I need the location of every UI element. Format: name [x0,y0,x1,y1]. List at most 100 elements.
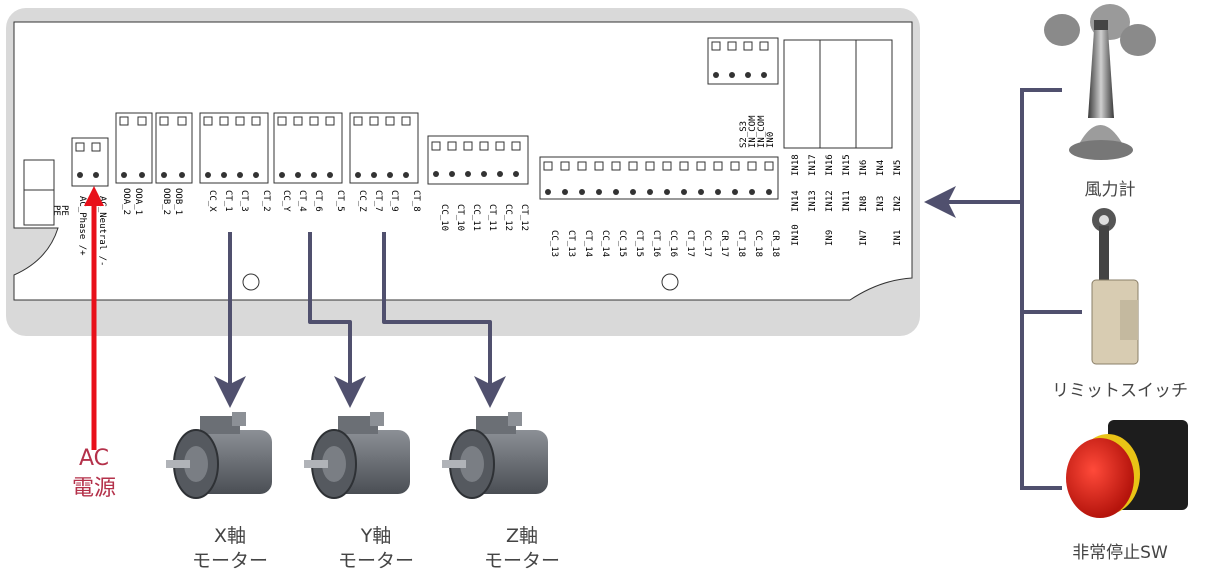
svg-text:CT_1: CT_1 [223,190,233,212]
svg-text:CT_10: CT_10 [455,204,465,231]
ac-phase-label: AC_Phase /+ [77,196,87,256]
svg-text:IN18: IN18 [791,154,801,176]
svg-text:OOB_2: OOB_2 [161,188,171,215]
svg-text:IN12: IN12 [825,190,835,212]
svg-text:CC_Y: CC_Y [281,190,291,212]
svg-text:CT_18: CT_18 [736,230,746,257]
svg-text:CT_11: CT_11 [487,204,497,231]
svg-text:IN10: IN10 [791,224,801,246]
svg-text:CC_16: CC_16 [668,230,678,257]
svg-text:IN11: IN11 [842,190,852,212]
pe-label: PE [59,205,69,216]
svg-text:IN7: IN7 [859,230,869,246]
ac-neutral-label: AC_Neutral /- [97,196,107,266]
motor-y-type: モーター [337,550,414,572]
input-bus [924,88,1082,490]
svg-text:CT_17: CT_17 [685,230,695,257]
svg-text:CC_10: CC_10 [439,204,449,231]
z-axis-arrow [382,232,506,408]
emergency-stop-label: 非常停止SW [1072,543,1168,563]
svg-text:IN1: IN1 [893,230,903,246]
svg-text:CC_11: CC_11 [471,204,481,231]
motor-y-icon [304,412,410,499]
pe-terminal [23,159,55,226]
connector-top [707,37,779,85]
motor-arrows [214,232,506,408]
anemometer-label: 風力計 [1084,180,1136,200]
svg-text:CT_6: CT_6 [313,190,323,212]
connector-y: CT_5 CT_6 CT_4 CC_Y [273,112,345,212]
motor-x-icon [166,412,272,499]
svg-text:CT_12: CT_12 [519,204,529,231]
svg-text:IN14: IN14 [791,190,801,212]
motor-z-type: モーター [483,550,560,572]
svg-text:IN5: IN5 [893,160,903,176]
motor-x-label: X軸 モーター [160,524,300,574]
svg-text:IN16: IN16 [825,154,835,176]
svg-text:IN13: IN13 [808,190,818,212]
svg-text:CT_14: CT_14 [583,230,593,257]
svg-text:CT_5: CT_5 [335,190,345,212]
svg-text:CT_16: CT_16 [651,230,661,257]
svg-text:CC_X: CC_X [207,190,217,212]
ac-power-label: AC 電源 [49,444,139,504]
pe-label: PE [51,205,61,216]
svg-text:CC_15: CC_15 [617,230,627,257]
mounting-hole [661,273,679,291]
ac-power-line1: AC [78,446,110,471]
svg-text:CT_3: CT_3 [239,190,249,212]
limit-switch-icon [1091,208,1139,365]
motor-z-label: Z軸 モーター [452,524,592,574]
svg-text:IN6: IN6 [859,160,869,176]
svg-text:CC_Z: CC_Z [357,190,367,212]
svg-text:CC_13: CC_13 [549,230,559,257]
connector-cc10-12: CT_12 CC_12 CT_11 CC_11 CT_10 CC_10 [427,135,529,231]
motor-x-type: モーター [191,550,268,572]
svg-text:CT_15: CT_15 [634,230,644,257]
svg-text:IN17: IN17 [808,154,818,176]
svg-text:CR_17: CR_17 [719,230,729,257]
svg-text:CT_9: CT_9 [389,190,399,212]
svg-text:CC_17: CC_17 [702,230,712,257]
svg-text:IN4: IN4 [876,160,886,176]
svg-text:OOA_1: OOA_1 [133,188,143,215]
svg-text:CC_18: CC_18 [753,230,763,257]
motor-z-icon [442,412,548,499]
svg-text:IN_COM: IN_COM [748,115,758,148]
svg-text:IN8: IN8 [859,196,869,212]
svg-text:IN15: IN15 [842,154,852,176]
input-labels: S2_S3 IN_COM IN_COM IN0 IN18 IN17 IN16 I… [739,115,903,246]
connector-ooa: OOA_1 OOA_2 [115,112,153,215]
svg-text:IN_COM: IN_COM [757,115,767,148]
connector-x: CT_2 CT_3 CT_1 CC_X [199,112,271,212]
ac-connector [71,137,109,187]
svg-text:S2_S3: S2_S3 [739,121,749,148]
motor-z-axis: Z軸 [505,525,539,547]
svg-text:CT_4: CT_4 [297,190,307,212]
ac-power-line2: 電源 [71,476,116,501]
connector-z: CT_8 CT_9 CT_7 CC_Z [349,112,421,212]
connector-oob: OOB_1 OOB_2 [155,112,193,215]
motor-y-label: Y軸 モーター [306,524,446,574]
svg-text:IN2: IN2 [893,196,903,212]
connector-cc13-18: CC_13 CT_13 CT_14 CC_14 CC_15 CT_15 CT_1… [539,156,780,257]
motor-x-axis: X軸 [213,525,247,547]
svg-text:IN3: IN3 [876,196,886,212]
svg-text:OOA_2: OOA_2 [121,188,131,215]
emergency-stop-icon [1066,420,1188,518]
y-axis-arrow [308,232,366,408]
motor-y-axis: Y軸 [360,525,392,547]
svg-text:CR_18: CR_18 [770,230,780,257]
svg-text:CT_2: CT_2 [261,190,271,212]
svg-text:IN9: IN9 [825,230,835,246]
limit-switch-label: リミットスイッチ [1052,381,1188,401]
svg-text:CC_14: CC_14 [600,230,610,257]
anemometer-icon [1044,4,1156,160]
svg-text:CT_13: CT_13 [566,230,576,257]
mounting-hole [242,273,260,291]
svg-text:CT_7: CT_7 [373,190,383,212]
svg-text:CC_12: CC_12 [503,204,513,231]
svg-text:CT_8: CT_8 [411,190,421,212]
svg-text:OOB_1: OOB_1 [173,188,183,215]
